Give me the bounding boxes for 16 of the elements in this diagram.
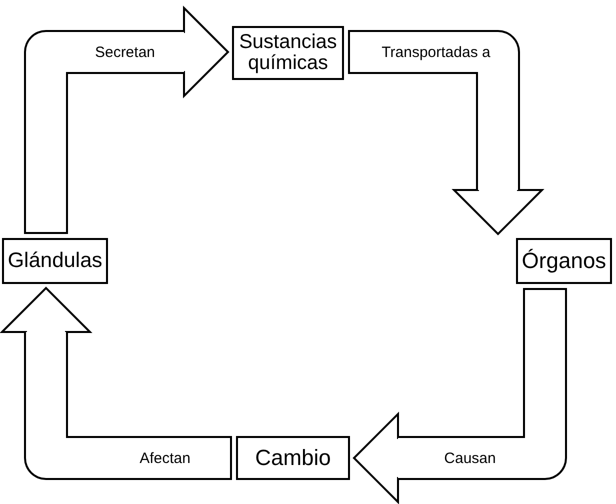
block-arrow xyxy=(353,288,567,503)
process-box xyxy=(236,436,350,480)
process-box xyxy=(2,238,108,284)
box-text: Glándulas xyxy=(8,250,102,272)
edge-label: Causan xyxy=(444,450,496,466)
box-text: Cambio xyxy=(255,446,331,470)
edge-label: Secretan xyxy=(94,44,156,60)
box-text: Sustancias químicas xyxy=(238,32,338,74)
block-arrow xyxy=(1,287,232,480)
process-box xyxy=(232,26,344,80)
box-text: Órganos xyxy=(522,249,606,273)
edge-label: Afectan xyxy=(140,450,190,466)
block-arrow xyxy=(24,7,229,234)
block-arrow xyxy=(348,30,543,235)
edge-label: Transportadas a xyxy=(382,44,490,60)
process-box xyxy=(516,238,612,284)
